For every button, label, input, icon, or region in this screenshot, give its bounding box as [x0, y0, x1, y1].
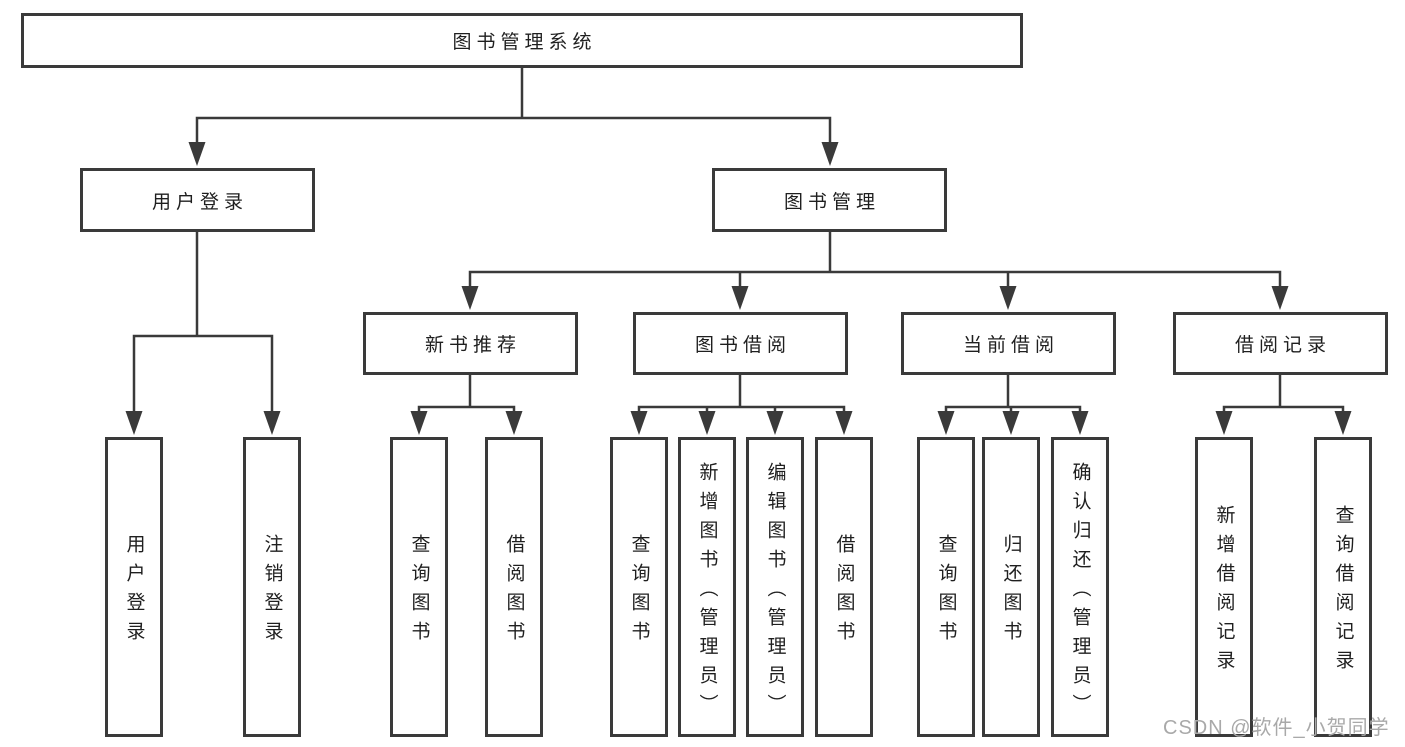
leaf-records-add: 新增借阅记录 — [1195, 437, 1253, 737]
node-current-borrowing: 当前借阅 — [901, 312, 1116, 375]
node-borrow-records-label: 借阅记录 — [1234, 335, 1331, 356]
node-book-mgmt-label: 图书管理 — [783, 191, 880, 213]
leaf-logout-label: 注销登录 — [261, 534, 283, 650]
leaf-borrowing-edit: 编辑图书（管理员） — [746, 437, 804, 737]
leaf-user-login: 用户登录 — [105, 437, 163, 737]
leaf-current-confirm: 确认归还（管理员） — [1051, 437, 1109, 737]
leaf-borrowing-borrow: 借阅图书 — [815, 437, 873, 737]
leaf-borrowing-borrow-label: 借阅图书 — [833, 534, 855, 650]
leaf-newbooks-query-label: 查询图书 — [408, 534, 430, 650]
node-new-books-label: 新书推荐 — [424, 335, 521, 356]
leaf-current-return: 归还图书 — [982, 437, 1040, 737]
leaf-newbooks-borrow: 借阅图书 — [485, 437, 543, 737]
leaf-user-login-label: 用户登录 — [123, 534, 145, 650]
leaf-logout: 注销登录 — [243, 437, 301, 737]
leaf-current-query: 查询图书 — [917, 437, 975, 737]
leaf-records-query-label: 查询借阅记录 — [1332, 505, 1354, 679]
leaf-records-add-label: 新增借阅记录 — [1213, 505, 1235, 679]
leaf-newbooks-borrow-label: 借阅图书 — [503, 534, 525, 650]
leaf-current-return-label: 归还图书 — [1000, 534, 1022, 650]
leaf-borrowing-edit-label: 编辑图书（管理员） — [764, 461, 786, 723]
leaf-records-query: 查询借阅记录 — [1314, 437, 1372, 737]
leaf-newbooks-query: 查询图书 — [390, 437, 448, 737]
watermark: CSDN @软件_小贺同学 — [1163, 717, 1390, 739]
leaf-borrowing-query: 查询图书 — [610, 437, 668, 737]
leaf-current-confirm-label: 确认归还（管理员） — [1069, 461, 1091, 723]
node-root-label: 图书管理系统 — [452, 32, 597, 53]
node-book-mgmt: 图书管理 — [712, 168, 947, 232]
node-book-borrowing: 图书借阅 — [633, 312, 848, 375]
node-current-borrowing-label: 当前借阅 — [962, 335, 1059, 356]
node-book-borrowing-label: 图书借阅 — [694, 335, 791, 356]
leaf-borrowing-add: 新增图书（管理员） — [678, 437, 736, 737]
node-user-login-label: 用户登录 — [151, 191, 248, 213]
leaf-borrowing-add-label: 新增图书（管理员） — [696, 461, 718, 723]
node-borrow-records: 借阅记录 — [1173, 312, 1388, 375]
leaf-borrowing-query-label: 查询图书 — [628, 534, 650, 650]
node-user-login: 用户登录 — [80, 168, 315, 232]
node-new-books: 新书推荐 — [363, 312, 578, 375]
node-root: 图书管理系统 — [21, 13, 1023, 68]
leaf-current-query-label: 查询图书 — [935, 534, 957, 650]
